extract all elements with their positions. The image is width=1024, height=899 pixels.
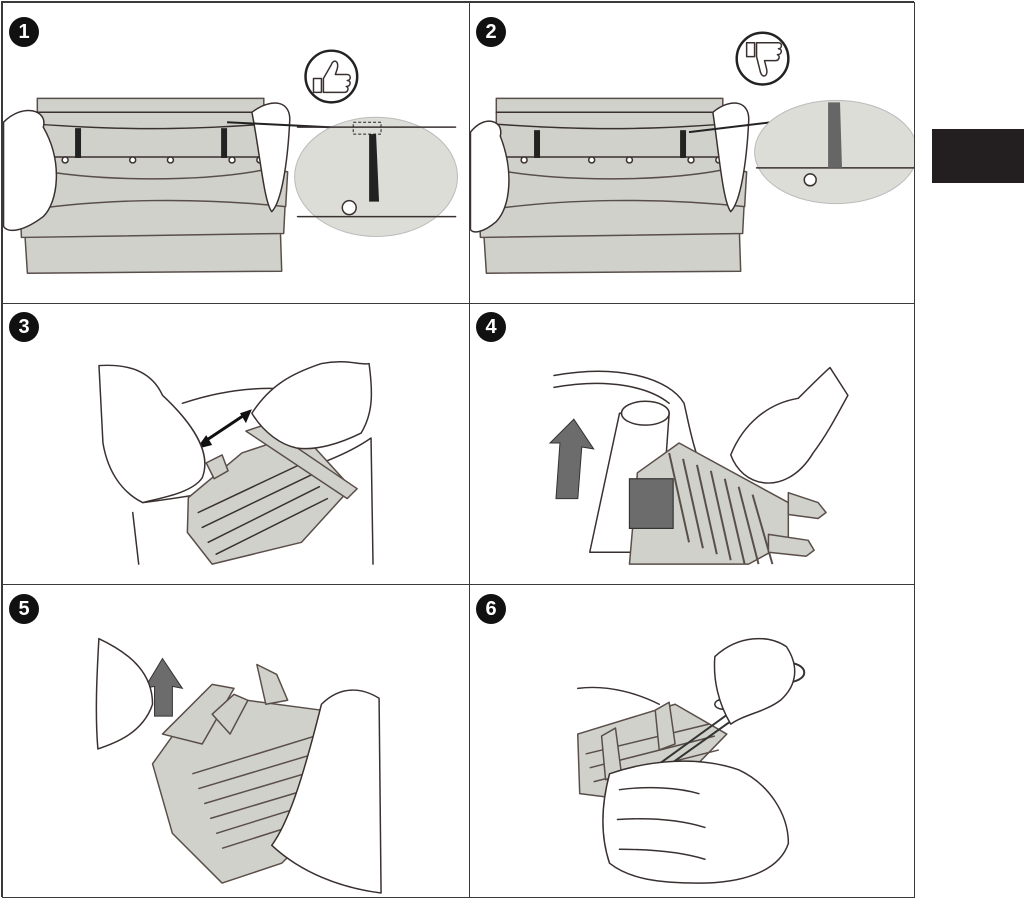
- section-side-tab: [932, 129, 1024, 183]
- step-3-panel: 3: [2, 303, 470, 585]
- double-arrow-icon: [196, 409, 252, 449]
- instruction-grid: 1: [1, 1, 915, 898]
- step-2-illustration: [470, 31, 914, 274]
- step-6-illustration: [576, 637, 806, 884]
- step-2-panel: 2: [469, 2, 915, 304]
- step-1-illustration: [3, 49, 459, 274]
- step-4-illustration: [548, 366, 849, 565]
- step-4-number: 4: [476, 312, 506, 342]
- up-arrow-icon: [143, 657, 184, 717]
- step-1-panel: 1: [2, 2, 470, 304]
- step-6-panel: 6: [469, 584, 915, 898]
- step-3-number: 3: [9, 312, 39, 342]
- step-1-number: 1: [9, 17, 39, 47]
- step-3-illustration: [98, 361, 374, 565]
- step-5-number: 5: [9, 594, 39, 624]
- thumbs-down-icon: [735, 31, 790, 86]
- up-arrow-icon: [548, 418, 595, 500]
- thumbs-up-icon: [304, 49, 359, 104]
- step-6-number: 6: [476, 594, 506, 624]
- step-2-number: 2: [476, 17, 506, 47]
- step-5-panel: 5: [2, 584, 470, 898]
- step-4-panel: 4: [469, 303, 915, 585]
- step-5-illustration: [95, 637, 382, 894]
